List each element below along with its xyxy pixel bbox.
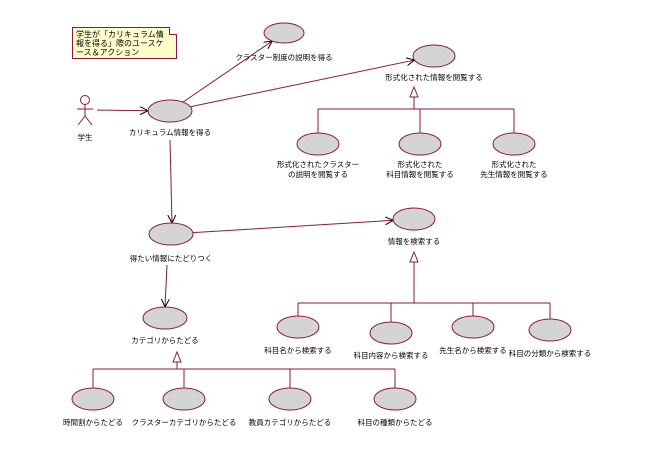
association-student-get-curriculum[interactable] xyxy=(96,110,148,111)
usecase-label-by-faculty-category: 教員カテゴリからたどる xyxy=(248,418,332,427)
diagram-note: 学生が「カリキュラム情報を得る」際のユースケース＆アクション xyxy=(72,27,177,59)
usecase-ellipse xyxy=(263,22,305,44)
usecase-ellipse xyxy=(296,132,340,156)
usecase-ellipse xyxy=(142,306,188,330)
usecase-search-subject-content[interactable] xyxy=(369,321,413,345)
usecase-label-by-timetable: 時間割からたどる xyxy=(63,418,123,427)
usecase-label-browse-cluster-line0: 形式化されたクラスター xyxy=(276,160,360,169)
generalization-arrowhead-icon xyxy=(409,250,419,263)
usecase-ellipse xyxy=(392,207,436,231)
usecase-label-by-subject-type: 科目の種類からたどる xyxy=(357,418,433,427)
usecase-label-reach-info: 得たい情報にたどりつく xyxy=(129,254,213,263)
actor-head xyxy=(80,95,90,105)
usecase-by-category[interactable] xyxy=(142,306,188,330)
dependency-reach-info-search-info[interactable] xyxy=(192,220,393,234)
usecase-label-browse-formatted: 形式化された情報を閲覧する xyxy=(385,73,483,82)
usecase-ellipse xyxy=(162,387,206,411)
usecase-search-subject-name[interactable] xyxy=(276,315,320,339)
dependency-get-curriculum-cluster-explain[interactable] xyxy=(182,41,272,103)
usecase-label-by-category: カテゴリからたどる xyxy=(131,336,199,345)
actor-label: 学生 xyxy=(77,133,93,142)
usecase-label-browse-cluster-line1: の説明を閲覧する xyxy=(288,170,348,179)
generalization-arrowhead-icon xyxy=(172,350,182,363)
usecase-by-cluster-category[interactable] xyxy=(162,387,206,411)
dependency-get-curriculum-browse-formatted[interactable] xyxy=(190,60,414,108)
usecase-ellipse xyxy=(398,132,442,156)
usecase-label-search-subject-name: 科目名から検索する xyxy=(264,346,332,355)
usecase-label-search-subject-content: 科目内容から検索する xyxy=(353,351,429,360)
usecase-label-get-curriculum: カリキュラム情報を得る xyxy=(128,128,212,137)
usecase-search-info[interactable] xyxy=(392,207,436,231)
usecase-search-subject-field[interactable] xyxy=(528,318,572,342)
usecase-by-timetable[interactable] xyxy=(71,387,115,411)
generalization-browse-formatted[interactable] xyxy=(317,85,515,133)
usecase-ellipse xyxy=(451,315,495,339)
actor-student[interactable] xyxy=(77,95,93,126)
usecase-browse-formatted[interactable] xyxy=(412,44,456,68)
usecase-label-browse-subject-line1: 科目情報を閲覧する xyxy=(386,170,454,179)
dependency-reach-info-by-category[interactable] xyxy=(165,264,167,307)
generalization-arrowhead-icon xyxy=(409,85,419,98)
usecase-browse-cluster[interactable] xyxy=(296,132,340,156)
usecase-ellipse xyxy=(412,44,456,68)
usecase-ellipse xyxy=(369,321,413,345)
note-fold-corner xyxy=(169,27,177,35)
actor-left-leg xyxy=(77,115,86,126)
usecase-browse-teacher[interactable] xyxy=(492,132,536,156)
dependency-get-curriculum-reach-info[interactable] xyxy=(170,139,172,223)
usecase-ellipse xyxy=(147,99,193,123)
generalization-search-info[interactable] xyxy=(297,250,551,322)
usecase-label-browse-teacher-line0: 形式化された xyxy=(491,160,537,169)
usecase-search-teacher-name[interactable] xyxy=(451,315,495,339)
usecase-label-search-teacher-name: 先生名から検索する xyxy=(439,346,507,355)
note-text: 学生が「カリキュラム情報を得る」際のユースケース＆アクション xyxy=(76,30,164,57)
usecase-label-browse-teacher-line1: 先生情報を閲覧する xyxy=(480,170,548,179)
usecase-label-cluster-explain: クラスター制度の説明を得る xyxy=(235,53,333,62)
usecase-ellipse xyxy=(492,132,536,156)
usecase-label-browse-subject-line0: 形式化された xyxy=(397,160,443,169)
usecase-reach-info[interactable] xyxy=(148,222,194,246)
usecase-label-search-info: 情報を検索する xyxy=(387,237,441,246)
usecase-get-curriculum[interactable] xyxy=(147,99,193,123)
usecase-ellipse xyxy=(148,222,194,246)
usecase-label-by-cluster-category: クラスターカテゴリからたどる xyxy=(131,418,237,427)
usecase-by-faculty-category[interactable] xyxy=(268,387,312,411)
usecase-ellipse xyxy=(268,387,312,411)
usecase-browse-subject[interactable] xyxy=(398,132,442,156)
usecase-ellipse xyxy=(71,387,115,411)
usecase-by-subject-type[interactable] xyxy=(373,387,417,411)
usecase-cluster-explain[interactable] xyxy=(263,22,305,44)
usecase-ellipse xyxy=(276,315,320,339)
generalization-by-category[interactable] xyxy=(92,350,396,388)
usecase-ellipse xyxy=(373,387,417,411)
usecase-ellipse xyxy=(528,318,572,342)
usecase-label-search-subject-field: 科目の分類から検索する xyxy=(508,349,592,358)
actor-right-leg xyxy=(84,115,93,126)
